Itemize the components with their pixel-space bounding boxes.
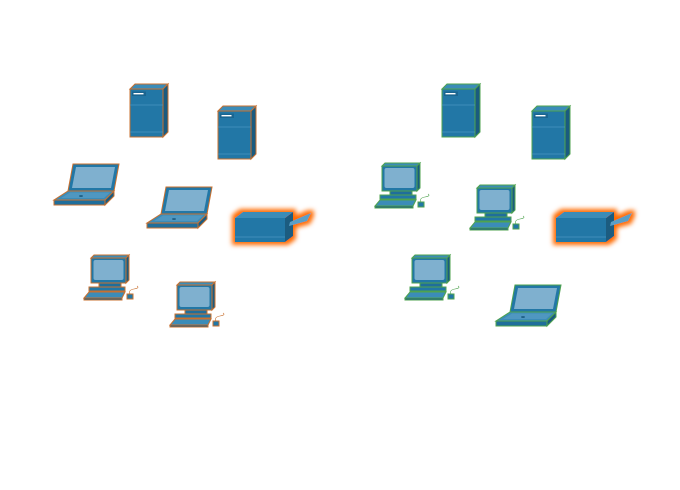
pc-device[interactable] (374, 162, 430, 209)
pc-device[interactable] (169, 281, 225, 328)
laptop-device[interactable] (53, 163, 120, 206)
left-network-group (53, 83, 312, 328)
server-device[interactable] (217, 105, 257, 160)
server-device[interactable] (129, 83, 169, 138)
right-network-group (374, 83, 633, 327)
pc-device[interactable] (404, 254, 460, 301)
server-device[interactable] (441, 83, 481, 138)
laptop-device[interactable] (495, 284, 562, 327)
server-device[interactable] (531, 105, 571, 160)
pc-device[interactable] (469, 184, 525, 231)
pc-device[interactable] (83, 254, 139, 301)
printer-device-highlighted[interactable] (555, 211, 633, 243)
printer-device-highlighted[interactable] (234, 211, 312, 243)
laptop-device[interactable] (146, 186, 213, 229)
